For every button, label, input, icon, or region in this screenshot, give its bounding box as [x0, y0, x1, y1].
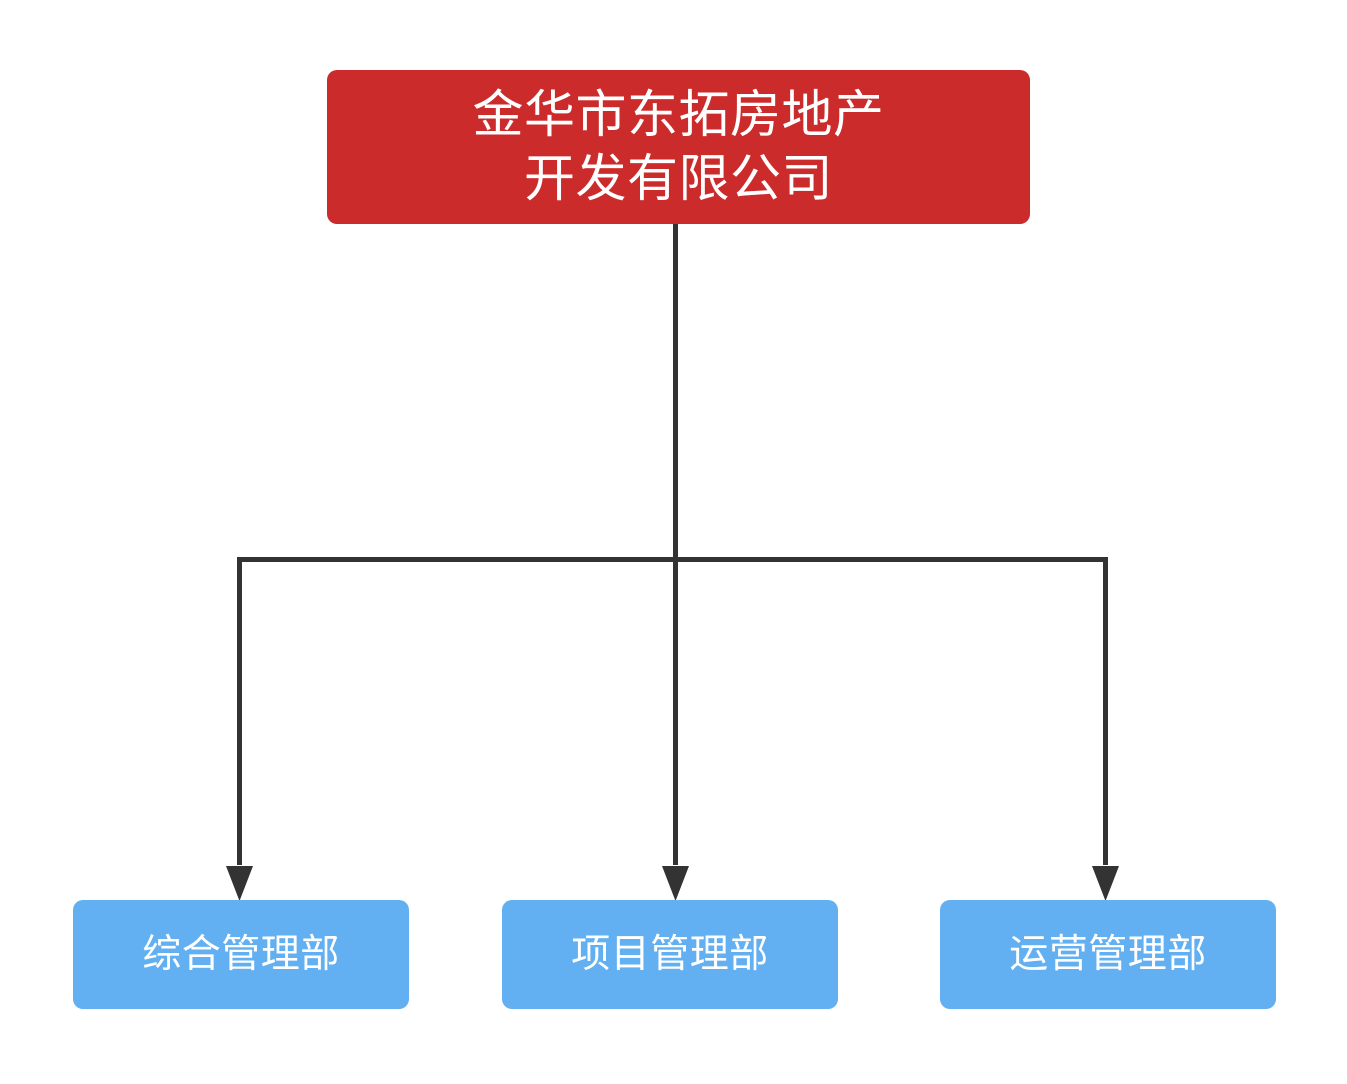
org-node-root[interactable]: 金华市东拓房地产 开发有限公司	[327, 70, 1030, 224]
org-node-comprehensive-management-label: 综合管理部	[142, 932, 340, 976]
org-node-project-management-label: 项目管理部	[571, 932, 769, 976]
org-node-operations-management-label: 运营管理部	[1009, 932, 1207, 976]
org-node-operations-management[interactable]: 运营管理部	[940, 900, 1276, 1009]
org-node-comprehensive-management[interactable]: 综合管理部	[73, 900, 409, 1009]
edge-root-to-child-1-arrowhead	[662, 866, 689, 901]
org-node-root-label: 金华市东拓房地产 开发有限公司	[472, 85, 885, 207]
org-node-project-management[interactable]: 项目管理部	[502, 900, 838, 1009]
edge-root-to-child-2-arrowhead	[1092, 866, 1119, 901]
edge-root-to-child-0-arrowhead	[226, 866, 253, 901]
